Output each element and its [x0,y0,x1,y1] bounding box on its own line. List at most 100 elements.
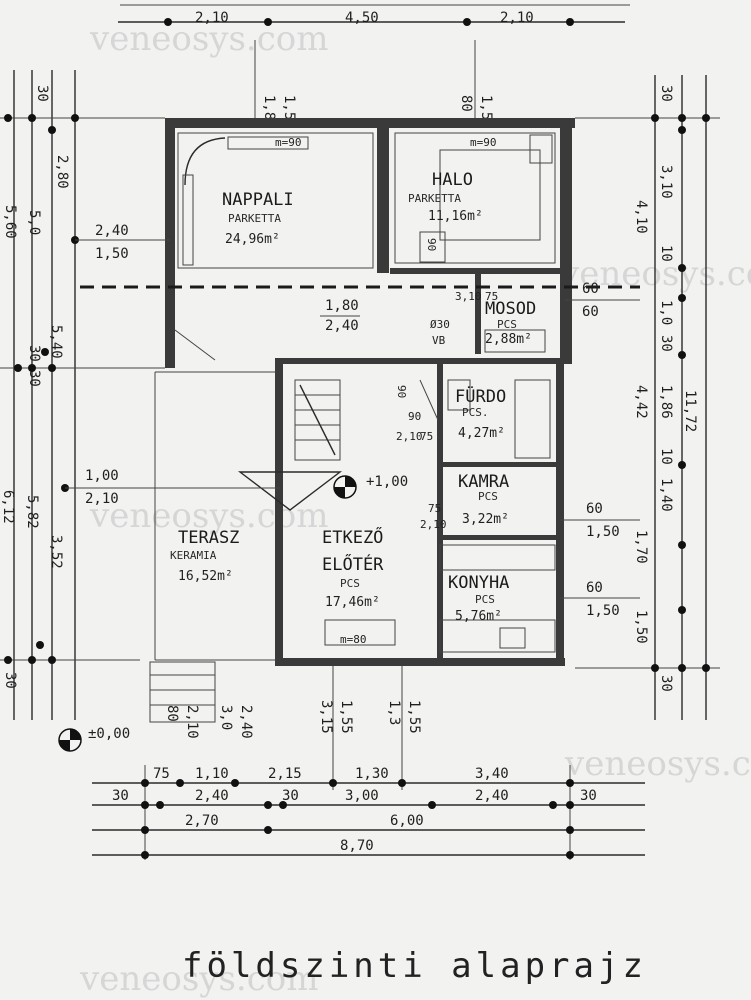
note-d7: 2,10 [420,518,447,531]
bottom-opening-notes: 80 2,10 3,0 2,40 3,15 1,55 1,3 1,55 [164,666,422,790]
right-dim-8: 11,72 [682,390,698,432]
right-dim-tick [678,126,686,134]
washer [484,329,546,353]
room-terasz-area: 16,52m² [178,569,233,584]
room-etkezo: ETKEZŐ ELŐTÉR PCS 17,46m² [322,526,384,610]
level-marker-ground: ±0,00 [58,726,130,752]
note-b3: 3,0 [218,705,234,730]
right-dim-tick [678,264,686,272]
left-dim-9: 3,52 [48,535,64,569]
kitchen-counter [439,544,556,571]
right-dim-tick [678,541,686,549]
note-d3: Ø30 [430,318,450,331]
room-furdo: FÜRDO PCS. 4,27m² [455,385,506,441]
room-konyha-name: KONYHA [448,573,509,593]
wall-core-east [556,358,564,663]
right-dim-12: 1,50 [633,610,649,644]
wall-kamra-south [443,535,556,540]
note-h2: m=90 [470,136,497,149]
bottom-dim-tick [279,801,287,809]
note-b2: 2,10 [184,705,200,739]
right-dim-0: 30 [658,85,674,102]
bottom-dim-r1-4: 3,40 [475,766,509,782]
room-furdo-finish: PCS. [462,406,489,419]
left-dim-tick [28,364,36,372]
sofa-back [227,136,309,150]
room-mosoda-finish: PCS [497,318,517,331]
right-dim-2: 4,10 [633,200,649,234]
right-dim-6: 4,42 [633,385,649,419]
note-w2b: 2,40 [325,318,359,334]
left-dim-10: 30 [2,672,18,689]
wardrobe [529,134,553,164]
room-etkezo-name2: ELŐTÉR [322,553,384,575]
left-dim-tick [28,656,36,664]
left-dim-tick [36,641,44,649]
bottom-dim-r1-3: 1,30 [355,766,389,782]
note-h1: m=90 [275,136,302,149]
room-etkezo-area: 17,46m² [325,595,380,610]
watermark-right-low: veneosys.com [564,744,751,784]
room-halo: HALO PARKETTA 11,16m² [408,170,483,224]
right-dim-13: 30 [658,675,674,692]
bottom-dim-r2-3: 3,00 [345,788,379,804]
room-kamra-name: KAMRA [458,472,509,492]
left-dim-7: 6,12 [0,490,16,524]
watermark-mid: veneosys.com [89,496,328,536]
room-furdo-name: FÜRDO [455,385,506,407]
note-b4: 2,40 [238,705,254,739]
note-d5: 90 [408,410,421,423]
room-nappali-finish: PARKETTA [228,212,281,225]
room-halo-finish: PARKETTA [408,192,461,205]
note-w5b: 1,50 [586,524,620,540]
note-w4b: 60 [582,304,599,320]
room-nappali-area: 24,96m² [225,232,280,247]
sofa-side [182,174,194,266]
interior-lines [154,132,556,661]
left-dim-6: 30 [26,370,42,387]
bottom-dim-tick [428,801,436,809]
note-w1a: 2,40 [95,223,129,239]
left-dim-tick [48,656,56,664]
bottom-dim-tick [566,851,574,859]
left-dim-tick [48,364,56,372]
bottom-dim-tick [549,801,557,809]
note-w4a: 60 [582,281,599,297]
bottom-dim-r1-2: 2,15 [268,766,302,782]
right-dim-tick [702,664,710,672]
plan-title: földszinti alaprajz [182,946,647,986]
wall-east-upper [560,118,572,358]
left-dim-tick [28,114,36,122]
right-dimension-chain: 30 3,10 4,10 10 1,0 30 4,42 1,86 11,72 1… [575,75,720,720]
room-konyha-finish: PCS [475,593,495,606]
stair-arrow [299,384,336,456]
wall-south [275,658,565,666]
room-terasz-finish: KERAMIA [170,549,217,562]
bottom-dim-tick [398,779,406,787]
right-dim-tick [702,114,710,122]
right-dim-tick [678,351,686,359]
note-b10: 2,10 [396,430,423,443]
left-dim-4: 30 [26,345,42,362]
top-dim-c: 2,10 [500,10,534,26]
right-dim-10: 1,40 [658,478,674,512]
top-dim-tick [463,18,471,26]
wall-mosoda-west [475,274,481,354]
room-mosoda-area: 2,88m² [485,332,532,347]
right-dim-tick [678,461,686,469]
room-halo-area: 11,16m² [428,209,483,224]
note-w3a: 1,00 [85,468,119,484]
right-dim-4: 1,0 [658,300,674,325]
note-b9: 75 [420,430,433,443]
note-b5: 3,15 [318,700,334,734]
bottom-dim-r2-1: 2,40 [195,788,229,804]
note-d4: 75 [485,290,498,303]
opening-note-n3: 80 [458,95,474,112]
right-dim-tick [678,606,686,614]
room-mosoda: MOSOD PCS 2,88m² [485,299,536,347]
level-symbol-fill [334,487,345,498]
steps-box [149,661,216,723]
watermark-bottom: veneosys.com [79,959,318,999]
note-b11: VB [432,334,446,347]
right-dim-11: 1,70 [633,530,649,564]
